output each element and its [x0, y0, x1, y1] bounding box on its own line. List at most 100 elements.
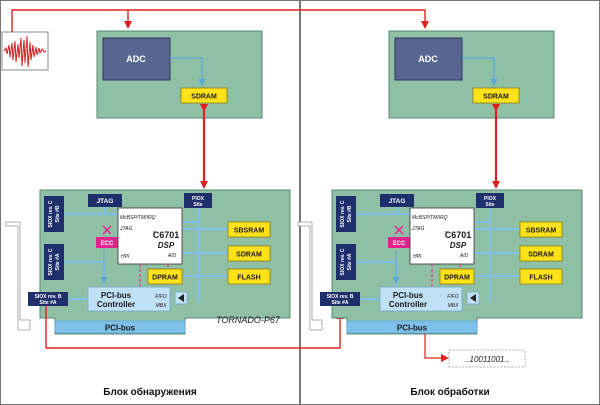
- sdram-label: SDRAM: [528, 252, 554, 259]
- dsp-ad-label: A/D: [459, 253, 469, 259]
- pci-side-port-arrow-icon: [178, 294, 184, 302]
- adc-to-sdram-link: [170, 57, 206, 86]
- fifo-label: FIFO: [155, 294, 166, 300]
- sbsram-label: SBSRAM: [234, 228, 265, 235]
- flash-chip: [227, 268, 271, 285]
- pci-bracket: [5, 221, 31, 331]
- sdram-chip: [519, 245, 563, 262]
- pci-controller: [87, 286, 171, 312]
- pci-bus-connector: [54, 320, 186, 334]
- ecc-block: [388, 237, 410, 248]
- siox-c-a-line1: SIOX rev. C: [48, 248, 54, 275]
- siox-c-a-line2: Site #A: [347, 253, 353, 270]
- adc-to-sdram-link: [462, 57, 498, 86]
- piox-site: [184, 193, 212, 208]
- siox-b-line1: SIOX rev. B: [35, 294, 62, 300]
- sdram-label: SDRAM: [236, 252, 262, 259]
- dpram-chip: [147, 268, 183, 285]
- flash-label: FLASH: [529, 275, 552, 282]
- ecc-label: ECC: [393, 241, 406, 247]
- dsp-hpi-label: HPI: [413, 254, 422, 260]
- dsp-chip-name: C6701: [153, 230, 180, 240]
- siox-b-line1: SIOX rev. B: [327, 294, 354, 300]
- siox-c-b-line1: SIOX rev. C: [48, 200, 54, 227]
- jtag-block: [380, 194, 414, 207]
- signal-waveform-icon: [1, 31, 49, 71]
- mbx-label: MBX: [448, 303, 460, 309]
- siox-b-line2: Site #A: [40, 300, 57, 306]
- dsp-chip: [409, 207, 475, 265]
- sbsram-label: SBSRAM: [526, 228, 557, 235]
- pci-controller-line2: Controller: [389, 300, 427, 309]
- piox-line1: PIOX: [484, 196, 497, 202]
- dsp-chip-name: C6701: [445, 230, 472, 240]
- ecc-label: ECC: [101, 241, 114, 247]
- pci-controller-line2: Controller: [97, 300, 135, 309]
- flash-chip: [519, 268, 563, 285]
- siox-b-site-a: [320, 292, 360, 306]
- dpram-label: DPRAM: [152, 275, 178, 282]
- siox-c-a-line2: Site #A: [55, 253, 61, 270]
- adc-label: ADC: [418, 54, 438, 64]
- sdram-top-label: SDRAM: [483, 94, 509, 101]
- siox-c-b-line1: SIOX rev. C: [340, 200, 346, 227]
- adc-label: ADC: [126, 54, 146, 64]
- jtag-block: [88, 194, 122, 207]
- pci-controller: [379, 286, 463, 312]
- siox-c-site-b: [44, 196, 64, 232]
- dsp-hpi-label: HPI: [121, 254, 130, 260]
- dsp-jtag-label: JTAG: [119, 226, 133, 232]
- jtag-label: JTAG: [389, 198, 406, 205]
- mbx-label: MBX: [156, 303, 168, 309]
- piox-site: [476, 193, 504, 208]
- pci-bus-label: PCI-bus: [105, 324, 136, 333]
- piox-line2: Site: [485, 202, 494, 208]
- piox-line2: Site: [193, 202, 202, 208]
- dsp-tm-mark-right: T: [445, 230, 448, 235]
- dpram-chip: [439, 268, 475, 285]
- dpram-label: DPRAM: [444, 275, 470, 282]
- board-interconnect-lines: [64, 207, 228, 302]
- input-signal-line: [11, 9, 429, 32]
- left-caption: Блок обнаружения: [103, 386, 197, 398]
- siox-c-a-line1: SIOX rev. C: [340, 248, 346, 275]
- sdram-top-label: SDRAM: [191, 94, 217, 101]
- ecc-cross-icon: [394, 225, 404, 235]
- dsp-jtag-label: JTAG: [411, 226, 425, 232]
- siox-b-line2: Site #A: [332, 300, 349, 306]
- sbsram-chip: [227, 221, 271, 238]
- dsp-mcbsp-label: McBSP/TM/IRQ: [120, 215, 156, 221]
- pci-controller-line1: PCI-bus: [393, 291, 424, 300]
- adc-chip: [102, 37, 171, 81]
- pci-side-port-arrow-icon: [470, 294, 476, 302]
- bitstream-box: [448, 349, 526, 368]
- fifo-label: FIFO: [447, 294, 458, 300]
- bitstream-label: ..10011001..: [465, 355, 509, 364]
- flash-label: FLASH: [237, 275, 260, 282]
- siox-c-b-line2: Site #B: [347, 205, 353, 222]
- siox-c-site-a: [44, 244, 64, 280]
- dsp-chip-sub: DSP: [450, 241, 467, 250]
- ecc-block: [96, 237, 118, 248]
- pci-controller-line1: PCI-bus: [101, 291, 132, 300]
- output-bitstream-line: [424, 334, 449, 362]
- dsp-ad-label: A/D: [167, 253, 177, 259]
- siox-b-site-a: [28, 292, 68, 306]
- siox-c-site-b: [336, 196, 356, 232]
- dsp-mcbsp-label: McBSP/TM/IRQ: [412, 215, 448, 221]
- right-unit: ADC SDRAM SIOX rev. C Site #B SIOX rev. …: [297, 30, 583, 398]
- sbsram-chip: [519, 221, 563, 238]
- siox-c-b-line2: Site #B: [55, 205, 61, 222]
- dsp-chip: [117, 207, 183, 265]
- sdram-chip: [227, 245, 271, 262]
- ecc-cross-icon: [102, 225, 112, 235]
- pci-bus-connector: [346, 320, 478, 334]
- pci-bracket: [297, 221, 323, 331]
- board-name: TORNADO-P67: [216, 315, 281, 325]
- jtag-label: JTAG: [97, 198, 114, 205]
- siox-link-line: [45, 306, 344, 349]
- piox-line1: PIOX: [192, 196, 205, 202]
- dsp-tm-mark-left: T: [153, 230, 156, 235]
- dsp-chip-sub: DSP: [158, 241, 175, 250]
